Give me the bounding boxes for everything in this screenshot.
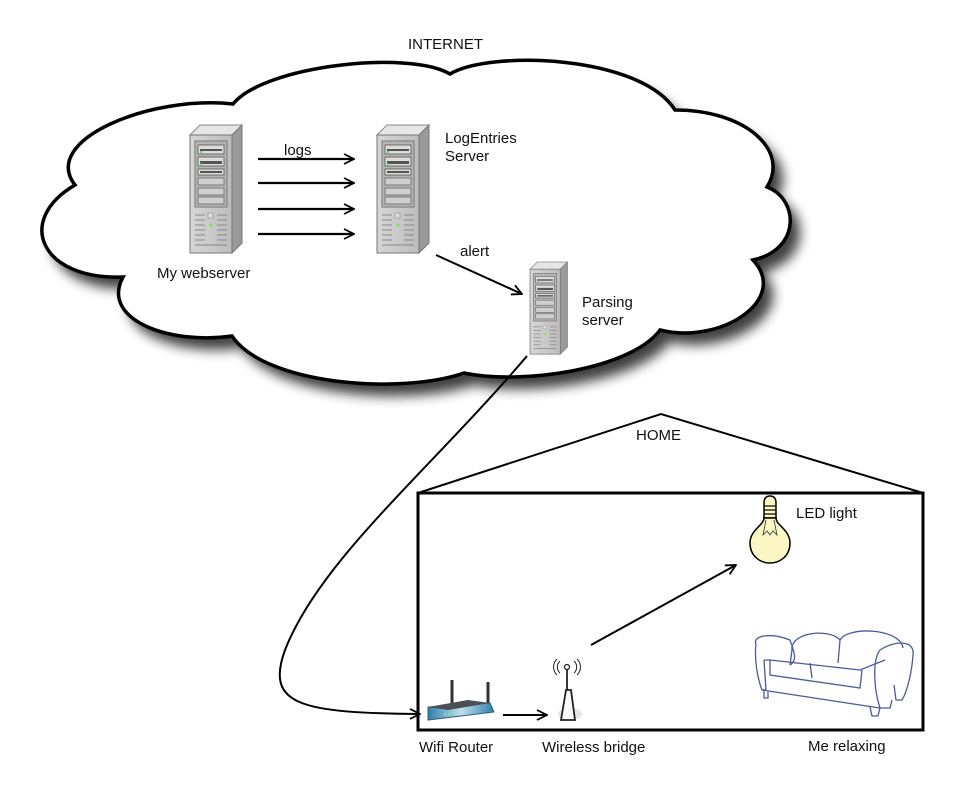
led-light-bulb-icon [749,495,791,564]
wireless-bridge-icon [553,658,582,721]
webserver-label: My webserver [157,265,251,282]
parsing-server-icon [529,261,568,355]
webserver-icon [189,124,243,254]
wifi-router-label: Wifi Router [419,739,494,756]
log-arrows [258,159,354,234]
parsing-server-label: Parsing server [582,294,633,329]
logentries-server-icon [376,124,430,254]
internet-connection-line [278,355,528,714]
bridge-light-arrow [590,565,736,646]
logentries-server-label: LogEntries Server [445,130,517,165]
logs-label: logs [284,142,312,159]
internet-title: INTERNET [408,36,483,53]
me-relaxing-label: Me relaxing [808,738,886,755]
alert-label: alert [460,243,490,260]
house-walls [416,491,925,732]
house-roof [417,412,924,494]
wifi-router-icon [427,680,495,721]
home-title: HOME [636,427,681,444]
home-house [416,412,925,732]
wireless-bridge-label: Wireless bridge [542,739,646,756]
led-light-label: LED light [796,505,857,522]
couch-icon [754,630,914,717]
alert-arrow [435,254,522,294]
